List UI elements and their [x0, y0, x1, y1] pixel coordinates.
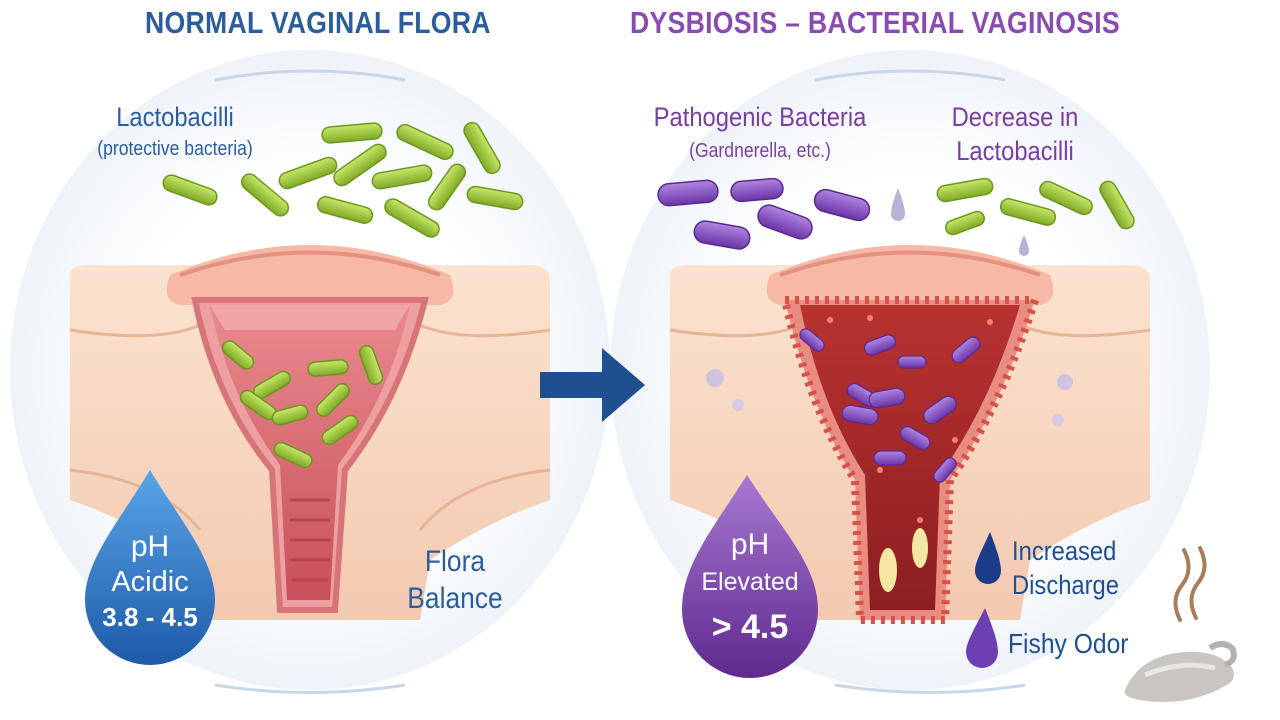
ph-drop-elevated [682, 475, 818, 678]
pathogen-cluster-top [657, 177, 871, 250]
ph-normal-state: Acidic [111, 566, 189, 598]
discharge-label-line2: Discharge [1012, 570, 1119, 600]
small-droplets [891, 188, 1029, 256]
discharge-drop-icon [975, 532, 1001, 584]
ph-elevated-value: > 4.5 [711, 608, 789, 646]
pathogen-sublabel: (Gardnerella, etc.) [689, 140, 831, 162]
ph-elevated-state: Elevated [701, 568, 799, 596]
pathogen-label: Pathogenic Bacteria [653, 102, 867, 132]
flora-balance-line1: Flora [424, 545, 486, 578]
decrease-label-line1: Decrease in [951, 102, 1079, 132]
flora-balance-line2: Balance [407, 582, 503, 615]
odor-drop-icon [966, 608, 998, 668]
transition-arrow [540, 348, 645, 422]
dysbiosis-panel-title: DYSBIOSIS – BACTERIAL VAGINOSIS [630, 5, 1120, 40]
decrease-label-line2: Lactobacilli [956, 136, 1074, 166]
lactobacilli-label: Lactobacilli [116, 102, 234, 132]
dish-icon [1124, 641, 1237, 702]
lactobacilli-sparse-top [936, 177, 1135, 236]
discharge-label-line1: Increased [1012, 536, 1117, 566]
pathogen-cluster-canal [799, 328, 981, 483]
lactobacilli-cluster-canal [221, 340, 384, 469]
ph-normal-range: 3.8 - 4.5 [102, 602, 198, 632]
ph-elevated-heading: pH [730, 528, 770, 561]
ph-normal-heading: pH [130, 530, 170, 563]
odor-label: Fishy Odor [1008, 628, 1129, 659]
lactobacilli-sublabel: (protective bacteria) [97, 138, 253, 160]
odor-steam-icon [1173, 546, 1207, 622]
normal-panel-title: NORMAL VAGINAL FLORA [145, 5, 491, 40]
ph-drop-normal [85, 470, 215, 665]
lactobacilli-cluster-top [162, 121, 524, 238]
